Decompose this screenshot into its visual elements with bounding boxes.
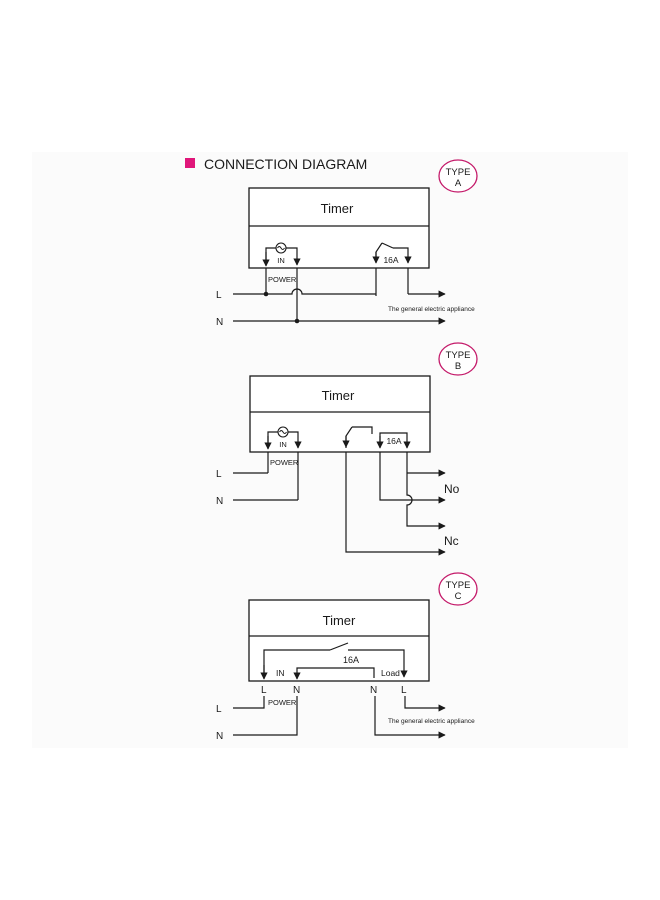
type-b-section: TYPE B Timer IN 16A POWER L N [216,342,478,556]
diagram-title: CONNECTION DIAGRAM [204,156,367,172]
type-b-timer-box [249,375,431,453]
type-c-n-label: N [216,731,223,742]
type-a-timer-box [248,187,430,269]
type-b-relay-label: 16A [386,436,401,446]
type-a-badge-line2: A [455,178,462,189]
type-c-load-label: Load [381,668,400,678]
type-b-common-wire [345,452,446,556]
type-c-terminal-n1: N [293,685,300,696]
type-c-terminal-n2: N [370,685,377,696]
type-c-badge-line1: TYPE [446,580,471,591]
type-b-l-label: L [216,469,222,480]
type-a-relay-label: 16A [383,255,398,265]
type-c-live-out [404,696,446,712]
type-a-timer-title: Timer [321,201,354,216]
type-b-power-label: POWER [270,458,299,467]
type-a-relay-switch: 16A [372,242,412,265]
type-c-in-label: IN [276,668,285,678]
type-a-power-label: POWER [268,275,297,284]
type-c-terminal-l2: L [401,685,407,696]
type-a-in-label: IN [277,256,285,265]
type-a-n-label: N [216,317,223,328]
type-c-badge: TYPE C [438,572,478,606]
type-c-section: TYPE C Timer 16A IN Load L N N L POWER L… [216,572,478,742]
type-c-power-label: POWER [268,698,297,707]
header-marker [185,158,195,168]
type-c-neutral-out [374,696,446,739]
type-c-appliance-label: The general electric appliance [388,718,475,725]
type-b-nc-wire [406,452,446,530]
type-b-relay-switch: 16A [342,426,411,449]
type-a-appliance-label: The general electric appliance [388,306,475,313]
type-a-l-label: L [216,290,222,301]
type-a-ac-icon [277,246,285,250]
type-b-no-wire [379,452,446,504]
type-a-badge: TYPE A [438,159,478,193]
type-b-power-input: IN [264,426,302,450]
type-a-badge-line1: TYPE [446,167,471,178]
type-b-badge-line1: TYPE [446,350,471,361]
type-c-l-label: L [216,704,222,715]
type-c-terminal-l1: L [261,685,267,696]
type-b-timer-title: Timer [322,388,355,403]
type-b-in-label: IN [279,440,287,449]
type-c-badge-line2: C [455,591,462,602]
type-a-power-input: IN [262,242,301,267]
type-a-live-wire [233,288,376,295]
type-c-relay-label: 16A [343,655,359,665]
type-c-timer-title: Timer [323,613,356,628]
type-b-n-label: N [216,496,223,507]
type-b-badge: TYPE B [438,342,478,376]
type-b-nc-label: Nc [444,534,459,548]
type-b-ac-icon [279,430,287,434]
type-b-badge-line2: B [455,361,461,372]
type-a-section: TYPE A Timer IN 16A POWER L N [216,159,478,328]
type-c-relay-switch: 16A IN Load [260,642,408,680]
type-b-no-label: No [444,482,460,496]
